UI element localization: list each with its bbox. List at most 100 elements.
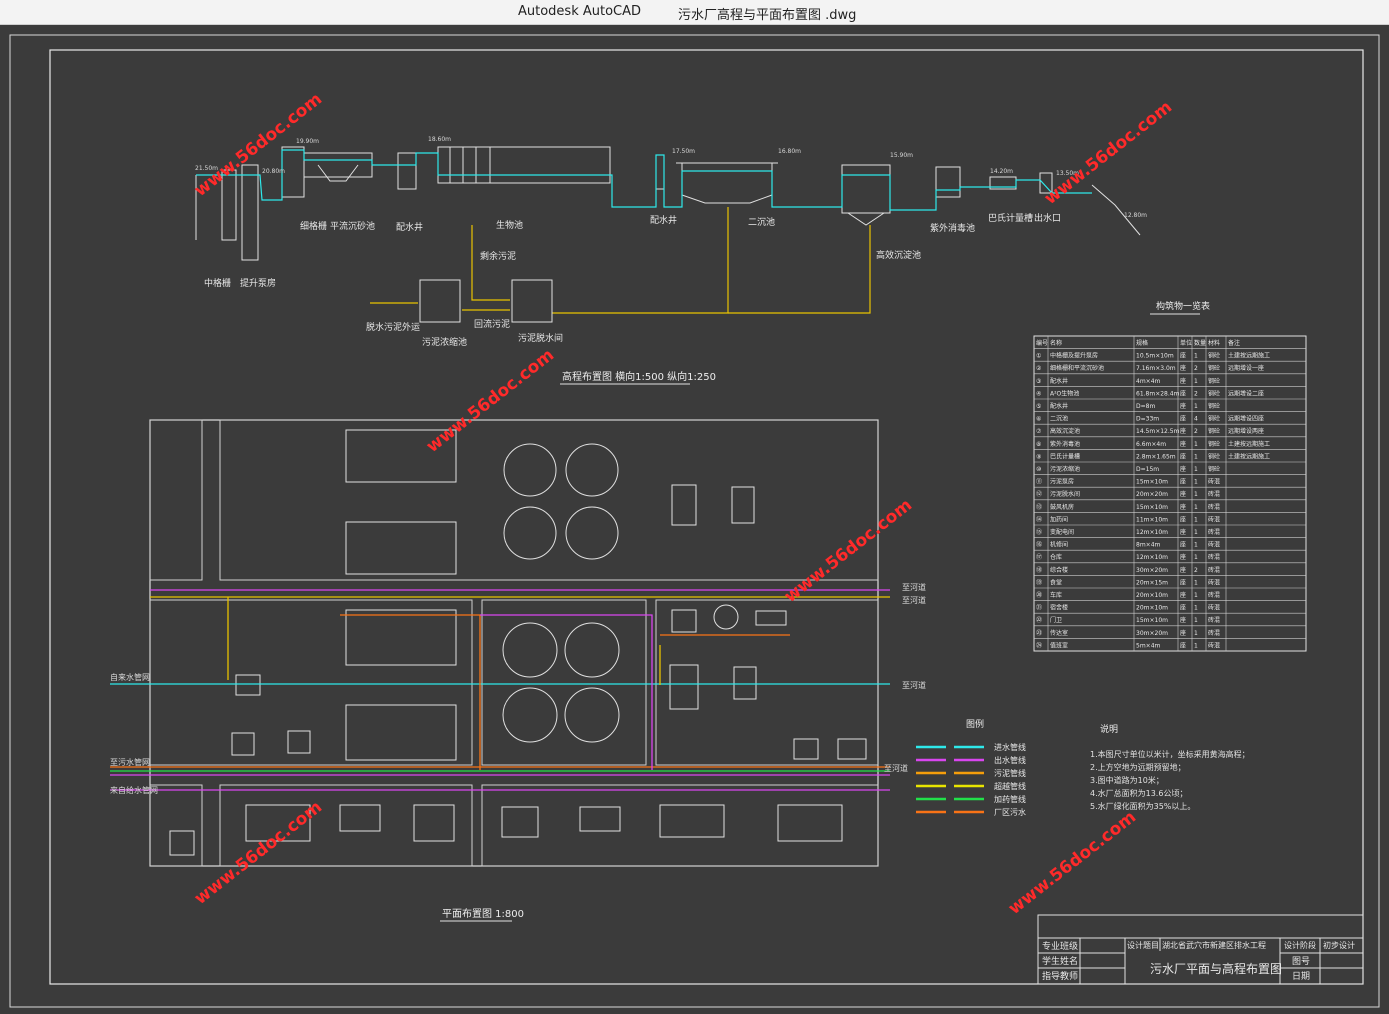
legend-label: 进水管线 bbox=[994, 742, 1026, 752]
road-label-4: 至河道 bbox=[902, 595, 926, 605]
elev-mark-2: 19.90m bbox=[296, 138, 319, 145]
sludge-line bbox=[370, 207, 871, 314]
table-cell: 1 bbox=[1194, 491, 1198, 498]
table-cell: 综合楼 bbox=[1050, 566, 1068, 574]
table-cell: 20m×10m bbox=[1136, 605, 1168, 612]
table-cell: 1 bbox=[1194, 378, 1198, 385]
sludge-thickener-box bbox=[511, 279, 553, 323]
table-cell: ⑭ bbox=[1036, 515, 1042, 523]
app-name: Autodesk AutoCAD bbox=[518, 4, 642, 19]
table-cell: 座 bbox=[1180, 440, 1186, 448]
tb-stage: 初步设计 bbox=[1323, 940, 1355, 950]
table-cell: 1 bbox=[1194, 504, 1198, 511]
table-cell: 座 bbox=[1180, 427, 1186, 435]
table-border bbox=[1033, 335, 1307, 652]
drawing-svg[interactable]: 中格栅 提升泵房 细格栅 平流沉砂池 配水井 生物池 配水井 二沉池 高效沉淀池… bbox=[0, 25, 1389, 1010]
elev-mark-1: 20.80m bbox=[262, 168, 285, 175]
table-cell: 门卫 bbox=[1050, 616, 1062, 624]
legend-label: 厂区污水 bbox=[994, 807, 1026, 817]
table-cell: 10.5m×10m bbox=[1136, 353, 1174, 360]
table-cell: 14.5m×12.5m bbox=[1136, 428, 1180, 435]
elev-label-5: 生物池 bbox=[496, 219, 523, 231]
watermark-5: www.56doc.com bbox=[1005, 807, 1140, 919]
table-cell: 1 bbox=[1194, 579, 1198, 586]
table-cell: 座 bbox=[1180, 629, 1186, 637]
elev-label-9: 紫外消毒池 bbox=[930, 222, 975, 234]
table-cell: 食堂 bbox=[1050, 578, 1062, 586]
note-line-3: 4.水厂总面积为13.6公顷； bbox=[1090, 788, 1187, 798]
legend-label: 加药管线 bbox=[994, 794, 1026, 804]
elevation-diagram bbox=[195, 146, 1141, 261]
elev-label-2: 细格栅 bbox=[300, 220, 327, 232]
table-cell: 钢砼 bbox=[1208, 427, 1220, 435]
table-cell: ⑩ bbox=[1036, 466, 1041, 473]
table-cell: 座 bbox=[1180, 641, 1186, 649]
elev-mark-8: 13.50m bbox=[1056, 170, 1079, 177]
road-label-6: 至河道 bbox=[884, 763, 908, 773]
elev-label-10: 巴氏计量槽 bbox=[988, 212, 1033, 224]
table-cell: ④ bbox=[1036, 390, 1041, 397]
table-cell: 20m×20m bbox=[1136, 491, 1168, 498]
table-cell: 钢砼 bbox=[1208, 364, 1220, 372]
table-cell: 座 bbox=[1180, 389, 1186, 397]
table-cell: 紫外消毒池 bbox=[1050, 440, 1080, 448]
table-cell: 砖混 bbox=[1208, 503, 1220, 511]
table-cell: 7.16m×3.0m bbox=[1136, 365, 1176, 372]
elev-mark-5: 16.80m bbox=[778, 148, 801, 155]
note-line-1: 2.上方空地为远期预留地； bbox=[1090, 762, 1186, 772]
title-block bbox=[1037, 914, 1364, 985]
drawing-canvas[interactable]: 中格栅 提升泵房 细格栅 平流沉砂池 配水井 生物池 配水井 二沉池 高效沉淀池… bbox=[0, 25, 1389, 1010]
table-cell: 20m×10m bbox=[1136, 592, 1168, 599]
table-cell: 1 bbox=[1194, 605, 1198, 612]
table-cell: 1 bbox=[1194, 642, 1198, 649]
table-cell: 机修间 bbox=[1050, 541, 1068, 549]
table-cell: 12m×10m bbox=[1136, 529, 1168, 536]
table-cell: 细格栅和平流沉砂池 bbox=[1050, 364, 1104, 372]
table-header-cell: 单位 bbox=[1180, 339, 1192, 347]
table-cell: ③ bbox=[1036, 378, 1041, 385]
road-label-2: 来自给水管网 bbox=[110, 785, 158, 795]
table-cell: 座 bbox=[1180, 604, 1186, 612]
table-cell: 20m×15m bbox=[1136, 579, 1168, 586]
table-cell: 车库 bbox=[1050, 591, 1062, 599]
watermark-1: www.56doc.com bbox=[1041, 97, 1176, 209]
legend-title: 图例 bbox=[966, 718, 984, 730]
table-cell: 1 bbox=[1194, 353, 1198, 360]
tb-student-label: 学生姓名 bbox=[1042, 955, 1078, 967]
table-header-cell: 编号 bbox=[1036, 339, 1048, 347]
legend-label: 超越管线 bbox=[994, 781, 1026, 791]
table-header-cell: 材料 bbox=[1208, 339, 1220, 347]
table-cell: ㉔ bbox=[1036, 641, 1042, 649]
table-cell: 污泥浓缩池 bbox=[1050, 465, 1080, 473]
table-cell: 钢砼 bbox=[1208, 452, 1220, 460]
table-cell: 砖混 bbox=[1208, 515, 1220, 523]
table-cell: 61.8m×28.4m bbox=[1136, 390, 1180, 397]
table-cell: 座 bbox=[1180, 553, 1186, 561]
table-cell: 远期增设一座 bbox=[1228, 364, 1264, 372]
table-cell: 钢砼 bbox=[1208, 402, 1220, 410]
table-cell: 仓库 bbox=[1050, 553, 1062, 561]
table-cell: 6.6m×4m bbox=[1136, 441, 1166, 448]
table-cell: 15m×10m bbox=[1136, 479, 1168, 486]
table-title: 构筑物一览表 bbox=[1156, 300, 1210, 312]
notes-title: 说明 bbox=[1100, 723, 1118, 735]
elev-mark-6: 15.90m bbox=[890, 152, 913, 159]
table-cell: 座 bbox=[1180, 352, 1186, 360]
tb-date-label: 日期 bbox=[1292, 971, 1310, 982]
table-cell: 钢砼 bbox=[1208, 440, 1220, 448]
table-cell: 8m×4m bbox=[1136, 542, 1161, 549]
table-cell: 座 bbox=[1180, 616, 1186, 624]
inner-frame bbox=[49, 49, 1364, 985]
elev-label-3: 平流沉砂池 bbox=[330, 220, 375, 232]
window-title-bar: Autodesk AutoCAD 污水厂高程与平面布置图 .dwg bbox=[0, 0, 1389, 25]
table-cell: 巴氏计量槽 bbox=[1050, 452, 1080, 460]
table-cell: A²O生物池 bbox=[1050, 389, 1079, 397]
tb-topic: 湖北省武穴市新建区排水工程 bbox=[1162, 940, 1266, 950]
table-cell: 1 bbox=[1194, 529, 1198, 536]
elev-label-1: 提升泵房 bbox=[240, 277, 276, 289]
table-cell: ⑳ bbox=[1036, 591, 1042, 599]
table-cell: 配水井 bbox=[1050, 402, 1068, 410]
table-cell: 座 bbox=[1180, 465, 1186, 473]
table-cell: 加药间 bbox=[1050, 515, 1068, 523]
legend-label: 污泥管线 bbox=[994, 768, 1026, 778]
